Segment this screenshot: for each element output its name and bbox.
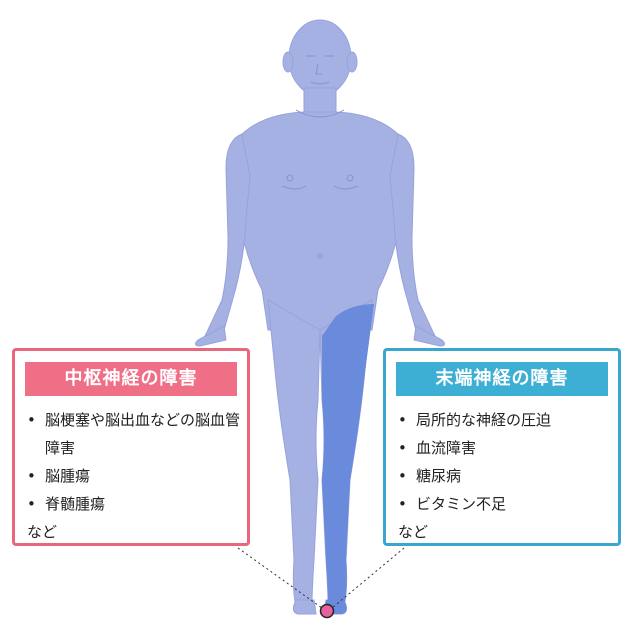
list-item: •糖尿病 (398, 467, 462, 485)
peripheral-nerve-etc: など (398, 523, 429, 541)
right-arm (389, 133, 437, 343)
central-nerve-box: 中枢神経の障害 •脳梗塞や脳出血などの脳血管障害 •脳腫瘍 •脊髄腫瘍 など (12, 348, 250, 546)
list-item: •脊髄腫瘍 (27, 495, 106, 513)
peripheral-nerve-title: 末端神経の障害 (396, 362, 608, 396)
list-item: •局所的な神経の圧迫 (398, 411, 552, 429)
list-item: •ビタミン不足 (398, 495, 507, 513)
torso (235, 111, 405, 331)
body-details (281, 55, 359, 259)
left-arm (203, 133, 251, 343)
leader-line-central (237, 547, 323, 609)
list-item: •脳腫瘍 (27, 467, 91, 485)
left-leg (267, 299, 321, 607)
peripheral-nerve-box: 末端神経の障害 •局所的な神経の圧迫 •血流障害 •糖尿病 •ビタミン不足 など (383, 348, 621, 546)
central-nerve-title: 中枢神経の障害 (25, 362, 237, 396)
peripheral-nerve-list: •局所的な神経の圧迫 •血流障害 •糖尿病 •ビタミン不足 (386, 406, 618, 518)
head (288, 19, 352, 97)
central-nerve-etc: など (27, 523, 58, 541)
affected-leg-highlight (322, 304, 374, 606)
leader-line-peripheral (331, 547, 405, 609)
neck (303, 87, 337, 117)
list-item: •血流障害 (398, 439, 477, 457)
list-item: •脳梗塞や脳出血などの脳血管障害 (27, 411, 241, 457)
affected-point-marker (319, 603, 335, 619)
central-nerve-list: •脳梗塞や脳出血などの脳血管障害 •脳腫瘍 •脊髄腫瘍 (15, 406, 247, 518)
